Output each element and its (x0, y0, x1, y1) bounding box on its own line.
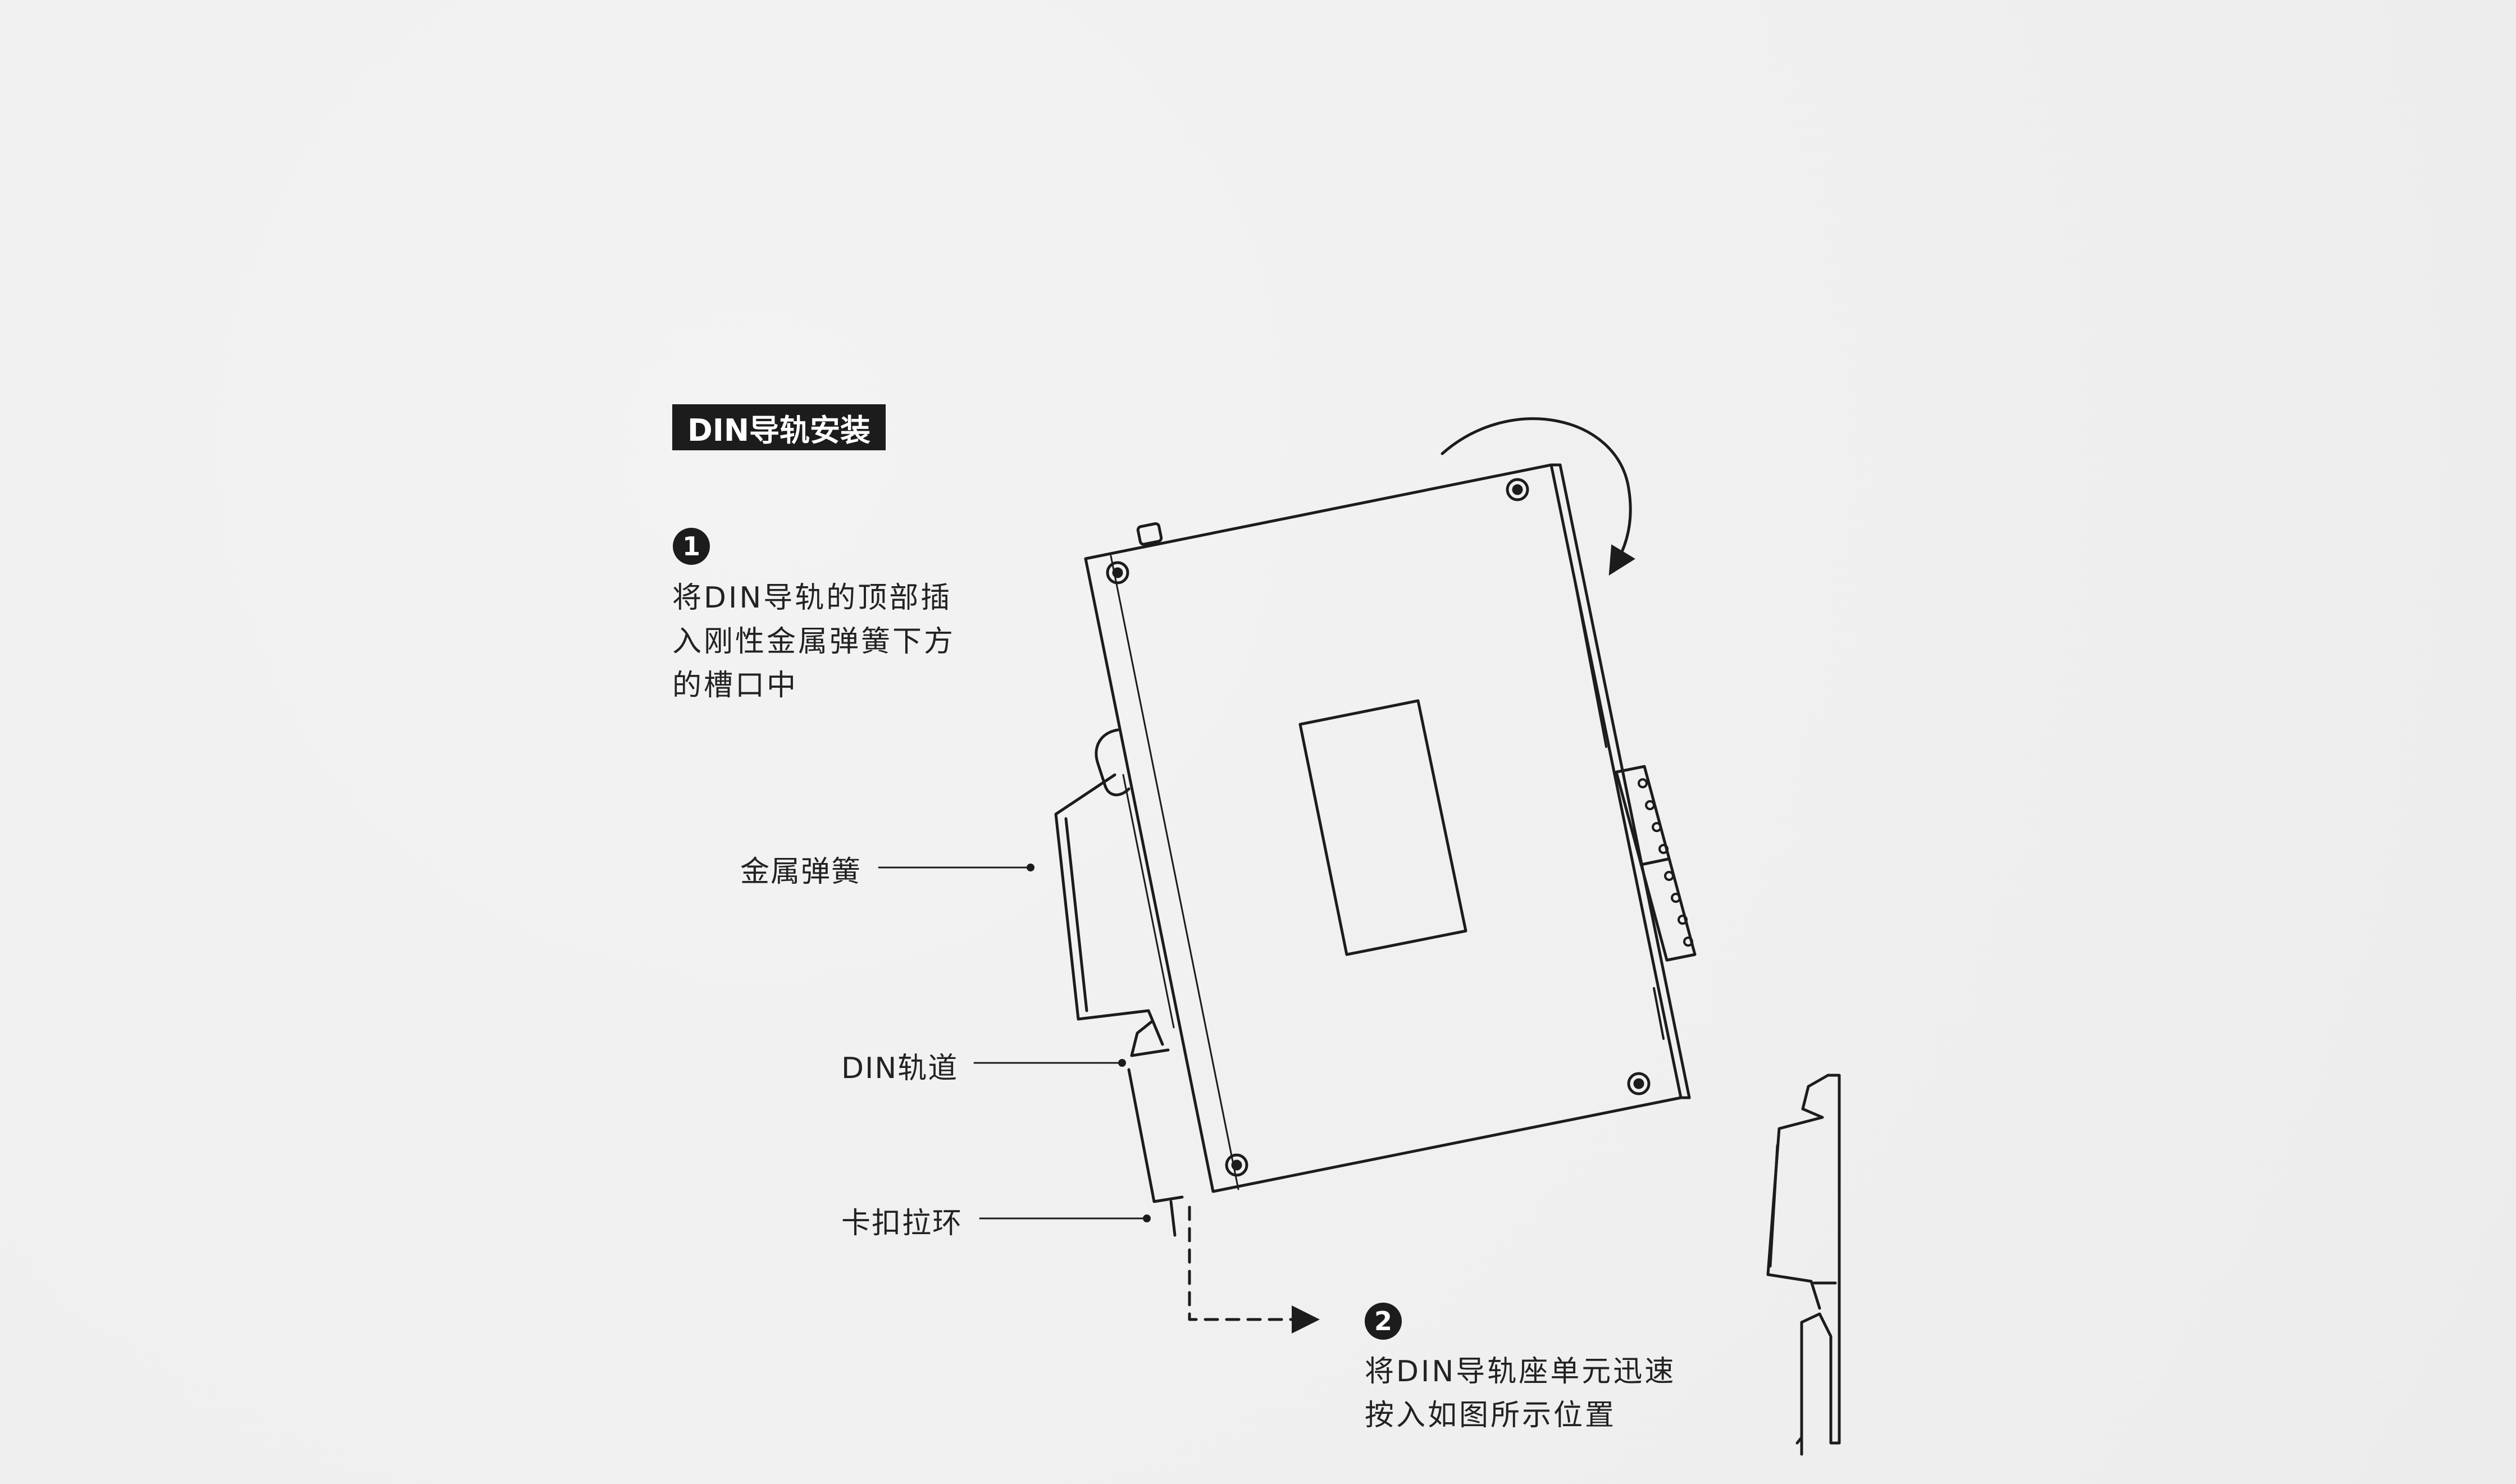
rail-leader-dot (1118, 1059, 1126, 1067)
step-1-text: 将DIN导轨的顶部插 入刚性金属弹簧下方 的槽口中 (672, 576, 955, 707)
din-rail (1130, 1020, 1170, 1057)
terminal-block (1615, 765, 1697, 962)
screw-top-left (1106, 561, 1129, 585)
installed-side-profile (1795, 1074, 1841, 1445)
metal-spring (1095, 728, 1131, 797)
latch-ring (1127, 1068, 1184, 1237)
push-arrow-icon (1188, 1206, 1320, 1334)
rotation-arrow-icon (1441, 417, 1635, 576)
label-metal-spring: 金属弹簧 (740, 855, 862, 889)
label-latch-ring: 卡扣拉环 (841, 1207, 963, 1240)
spring-leader-dot (1027, 864, 1034, 871)
screw-top-right (1506, 478, 1529, 501)
step-1-line-3: 的槽口中 (672, 669, 799, 702)
section-title: DIN导轨安装 (672, 404, 886, 450)
step-1-line-1: 将DIN导轨的顶部插 (672, 581, 952, 615)
step-2-text: 将DIN导轨座单元迅速 按入如图所示位置 (1365, 1350, 1676, 1437)
step-2-number: 2 (1365, 1303, 1402, 1340)
screw-bottom-right (1627, 1072, 1651, 1095)
step-1-number: 1 (673, 528, 710, 565)
top-knob (1136, 522, 1163, 546)
screw-bottom-left (1225, 1153, 1248, 1177)
step-1-line-2: 入刚性金属弹簧下方 (672, 625, 956, 659)
device-body (1084, 463, 1683, 1193)
label-din-rail: DIN轨道 (841, 1052, 959, 1085)
latch-leader-dot (1143, 1214, 1151, 1222)
step-2-line-2: 按入如图所示位置 (1365, 1399, 1617, 1432)
label-window (1298, 699, 1467, 956)
step-2-line-1: 将DIN导轨座单元迅速 (1365, 1355, 1676, 1389)
